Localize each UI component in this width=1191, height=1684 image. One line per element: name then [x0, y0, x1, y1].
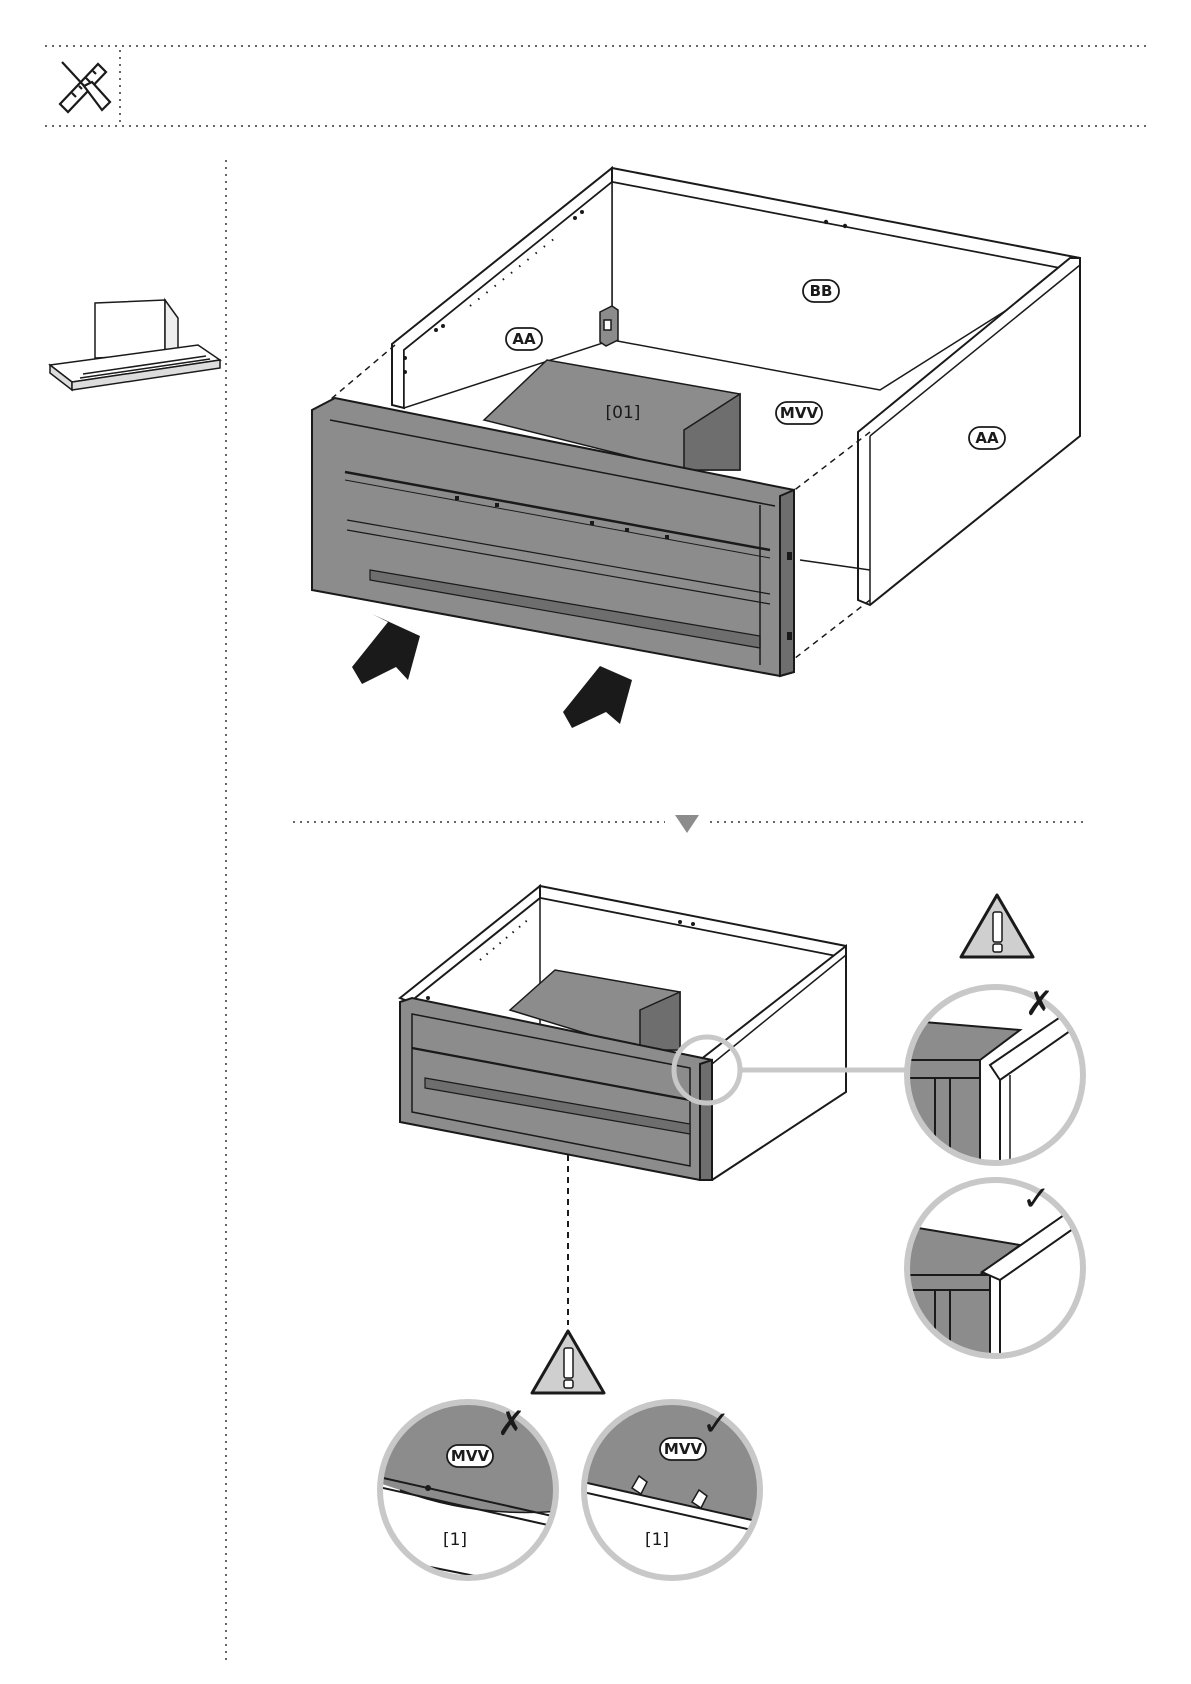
hood-thumbnail	[50, 300, 220, 390]
detail-correct-mvv: MVV [1] ✓	[574, 1395, 774, 1600]
svg-text:[1]: [1]	[443, 1530, 467, 1550]
label-mvv: MVV	[776, 402, 822, 424]
svg-text:BB: BB	[810, 282, 833, 300]
check-mark-icon: ✓	[702, 1404, 731, 1444]
check-mark-icon: ✓	[1022, 1179, 1051, 1219]
warning-icon	[961, 895, 1033, 957]
step-separator	[293, 815, 1088, 833]
svg-text:MVV: MVV	[451, 1447, 490, 1465]
header	[45, 46, 1150, 126]
label-aa-right: AA	[969, 427, 1005, 449]
bottom-assembly	[400, 886, 910, 1325]
svg-text:MVV: MVV	[780, 404, 819, 422]
detail-wrong-mvv: MVV [1] ✗	[370, 1395, 570, 1595]
tools-icon	[60, 62, 110, 112]
label-part-01: [01]	[606, 403, 641, 423]
label-aa-left: AA	[506, 328, 542, 350]
cross-mark-icon: ✗	[497, 1404, 526, 1444]
top-assembly: BB AA AA MVV [01]	[312, 168, 1080, 728]
svg-text:AA: AA	[975, 429, 999, 447]
svg-text:[1]: [1]	[645, 1530, 669, 1550]
svg-text:MVV: MVV	[664, 1440, 703, 1458]
warning-icon	[532, 1331, 604, 1393]
step-down-triangle-icon	[675, 815, 699, 833]
corner-bracket	[600, 306, 618, 346]
detail-wrong-corner: ✗	[900, 980, 1100, 1200]
svg-text:AA: AA	[512, 330, 536, 348]
cross-mark-icon: ✗	[1025, 984, 1054, 1024]
detail-correct-corner: ✓	[900, 1175, 1100, 1380]
label-bb: BB	[803, 280, 839, 302]
